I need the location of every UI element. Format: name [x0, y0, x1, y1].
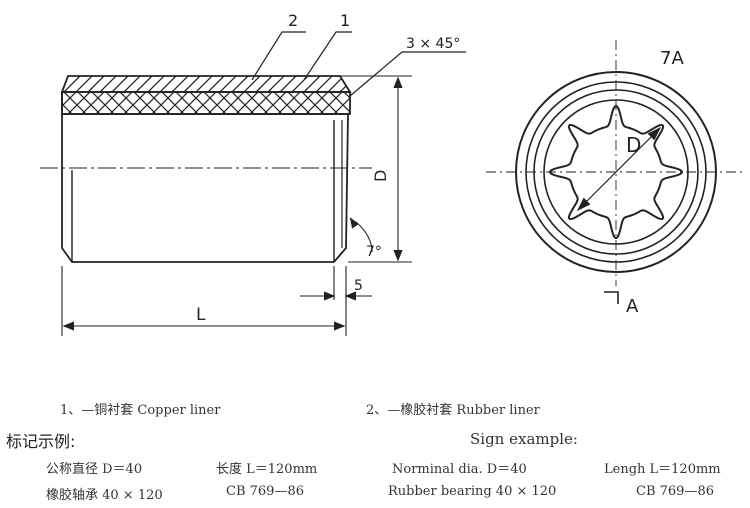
section-mark [604, 291, 619, 304]
example-title-en: Sign example: [470, 430, 578, 448]
dimension-lines [61, 75, 412, 336]
diameter-label-end: D [626, 133, 641, 157]
legend-copper-liner: 1、—铜衬套 Copper liner [60, 403, 221, 418]
callout-2: 2 [288, 11, 298, 30]
rubber-liner-section [61, 91, 351, 115]
section-mark-label: A [626, 296, 639, 317]
callout-leaders [251, 31, 466, 97]
example-row-2-en-b: CB 769—86 [636, 484, 714, 499]
chamfer-label: 3 × 45° [406, 36, 460, 52]
diameter-label-side: D [371, 170, 390, 182]
example-row-2-cn-a: 橡胶轴承 40 × 120 [46, 488, 163, 503]
example-row-1-cn-a: 公称直径 D＝40 [46, 462, 143, 477]
technical-drawing: 2 1 3 × 45° D 7° 5 L 7A D A [40, 11, 742, 336]
example-row-1-en-b: Lengh L＝120mm [604, 462, 721, 477]
legend-rubber-liner: 2、—橡胶衬套 Rubber liner [366, 403, 540, 418]
callout-1: 1 [340, 11, 350, 30]
view-label: 7A [660, 48, 684, 69]
chamfer-length-label: 5 [354, 278, 363, 294]
example-title-cn: 标记示例: [6, 432, 76, 451]
example-row-1-en-a: Norminal dia. D＝40 [392, 462, 527, 477]
angle-label: 7° [366, 244, 382, 260]
copper-liner-section [60, 75, 352, 93]
length-label: L [196, 305, 206, 325]
bushing-outline [61, 92, 349, 263]
example-row-2-cn-b: CB 769—86 [226, 484, 304, 499]
end-view [486, 40, 742, 286]
side-view [40, 75, 372, 263]
diameter-line-end [577, 127, 661, 211]
example-row-2-en-a: Rubber bearing 40 × 120 [388, 484, 557, 499]
example-row-1-cn-b: 长度 L＝120mm [216, 462, 318, 477]
